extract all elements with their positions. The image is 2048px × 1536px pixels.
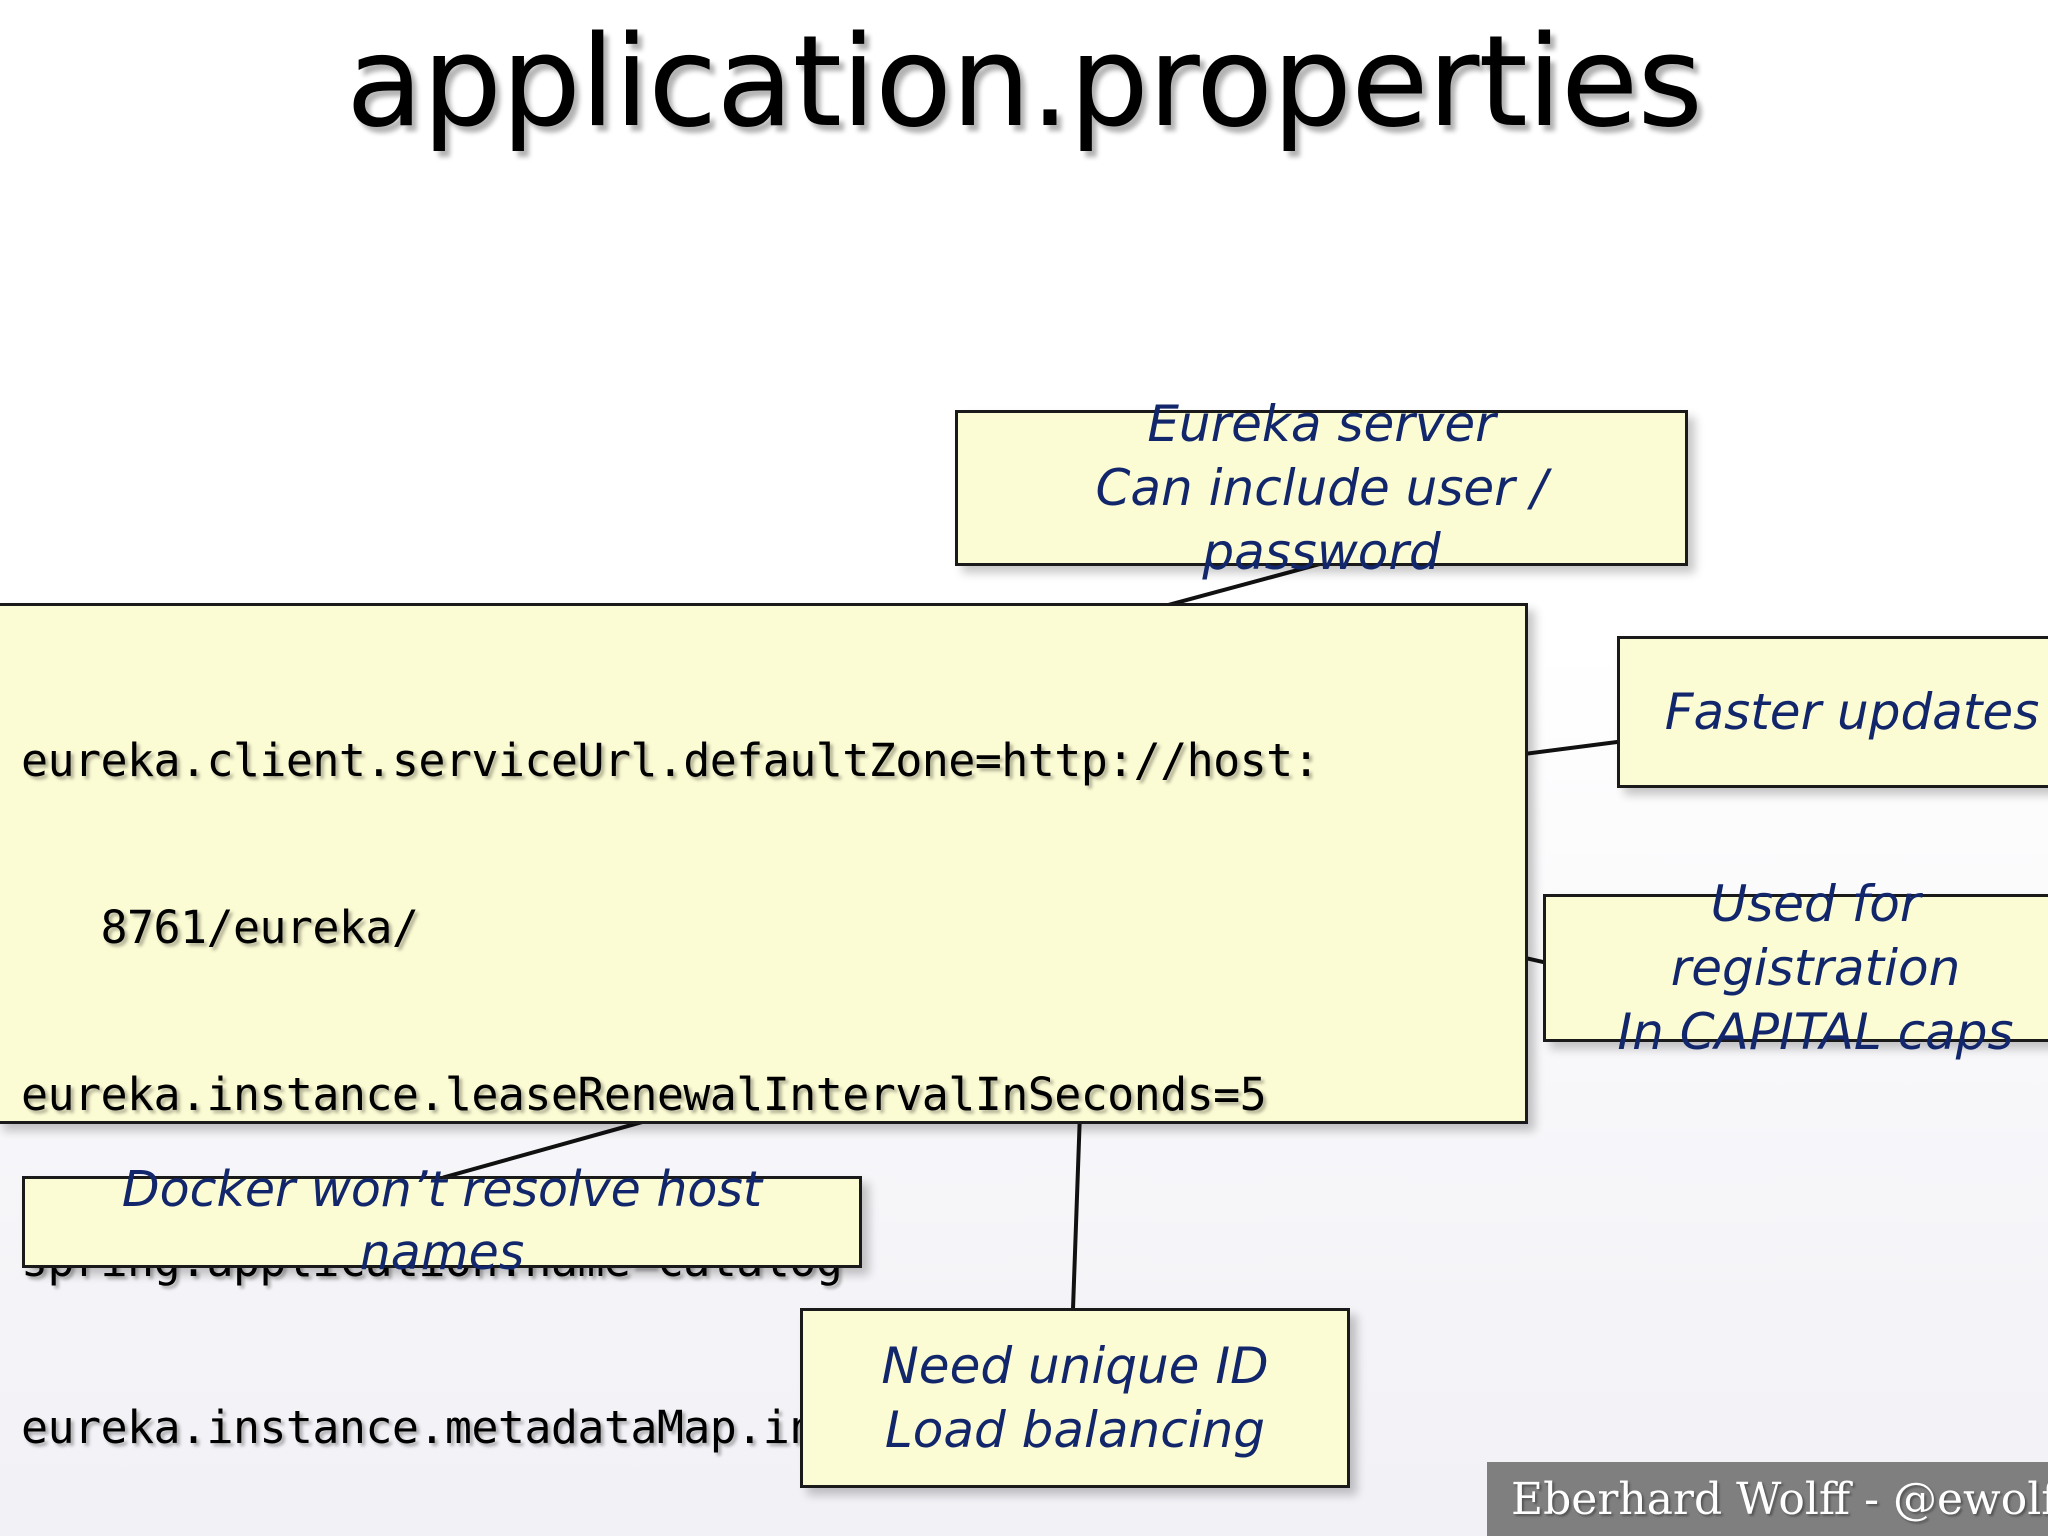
callout-line: Eureka server [1147,395,1496,453]
callout-line: Need unique ID [881,1337,1269,1395]
footer-bar: Eberhard Wolff - @ewolff [1487,1462,2048,1536]
callout-text: Docker won’t resolve host names [41,1159,843,1284]
callout-line: Load balancing [884,1401,1266,1459]
callout-docker-host-names: Docker won’t resolve host names [22,1161,862,1281]
callout-line: In CAPITAL caps [1617,1003,2014,1061]
callout-faster-updates: Faster updates [1617,636,2048,788]
page-title: application.properties [345,8,1703,155]
callout-need-unique-id: Need unique ID Load balancing [800,1308,1350,1488]
callout-text: Faster updates [1665,680,2040,744]
callout-used-for-registration: Used for registration In CAPITAL caps [1543,875,2048,1061]
callout-text: Need unique ID Load balancing [881,1334,1268,1462]
code-line: eureka.instance.leaseRenewalIntervalInSe… [21,1067,1267,1121]
code-line: eureka.client.serviceUrl.defaultZone=htt… [21,734,1320,788]
callout-line: Faster updates [1664,683,2040,741]
callout-text: Used for registration In CAPITAL caps [1562,872,2048,1064]
callout-line: Docker won’t resolve host names [121,1161,763,1281]
footer-credit: Eberhard Wolff - @ewolff [1511,1473,2048,1525]
code-block: eureka.client.serviceUrl.defaultZone=htt… [0,603,1528,1454]
callout-line: Used for registration [1670,875,1961,997]
callout-line: Can include user / password [1095,459,1548,581]
code-line: 8761/eureka/ [21,900,419,954]
callout-text: Eureka server Can include user / passwor… [974,392,1669,584]
callout-eureka-server: Eureka server Can include user / passwor… [955,395,1688,581]
